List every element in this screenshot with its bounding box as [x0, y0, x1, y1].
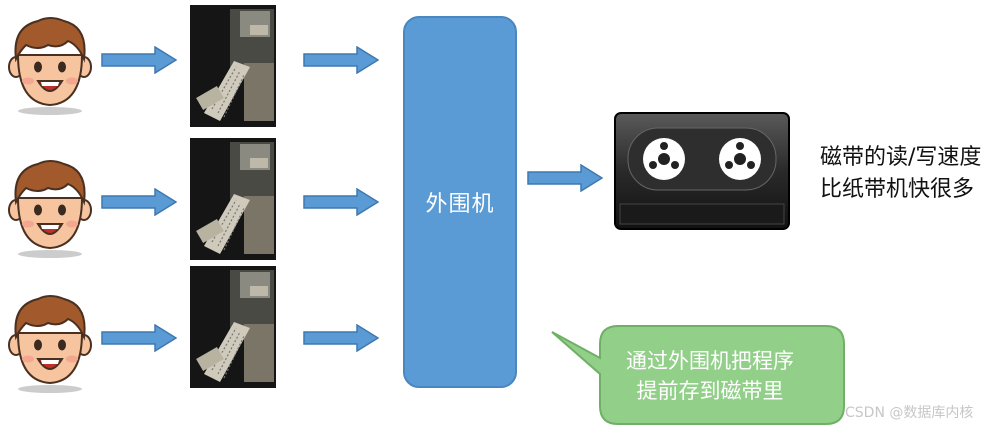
watermark: CSDN @数据库内核 [845, 402, 973, 422]
person-icon [8, 158, 92, 260]
paper-tape-photo [190, 5, 276, 127]
cassette-tape-icon [614, 112, 790, 230]
arrow-right-icon [303, 46, 379, 74]
callout-text: 通过外围机把程序 提前存到磁带里 [590, 346, 830, 406]
arrow-right-icon [303, 324, 379, 352]
arrow-right-icon [101, 324, 177, 352]
arrow-right-icon [303, 188, 379, 216]
paper-tape-photo [190, 266, 276, 388]
peripheral-machine-box: 外围机 [403, 16, 517, 388]
person-icon [8, 293, 92, 395]
paper-tape-photo [190, 138, 276, 260]
arrow-right-icon [101, 188, 177, 216]
tape-speed-note: 磁带的读/写速度 比纸带机快很多 [820, 142, 1005, 206]
arrow-right-icon [101, 46, 177, 74]
peripheral-machine-label: 外围机 [425, 186, 494, 218]
person-icon [8, 15, 92, 117]
arrow-right-icon [527, 164, 603, 192]
